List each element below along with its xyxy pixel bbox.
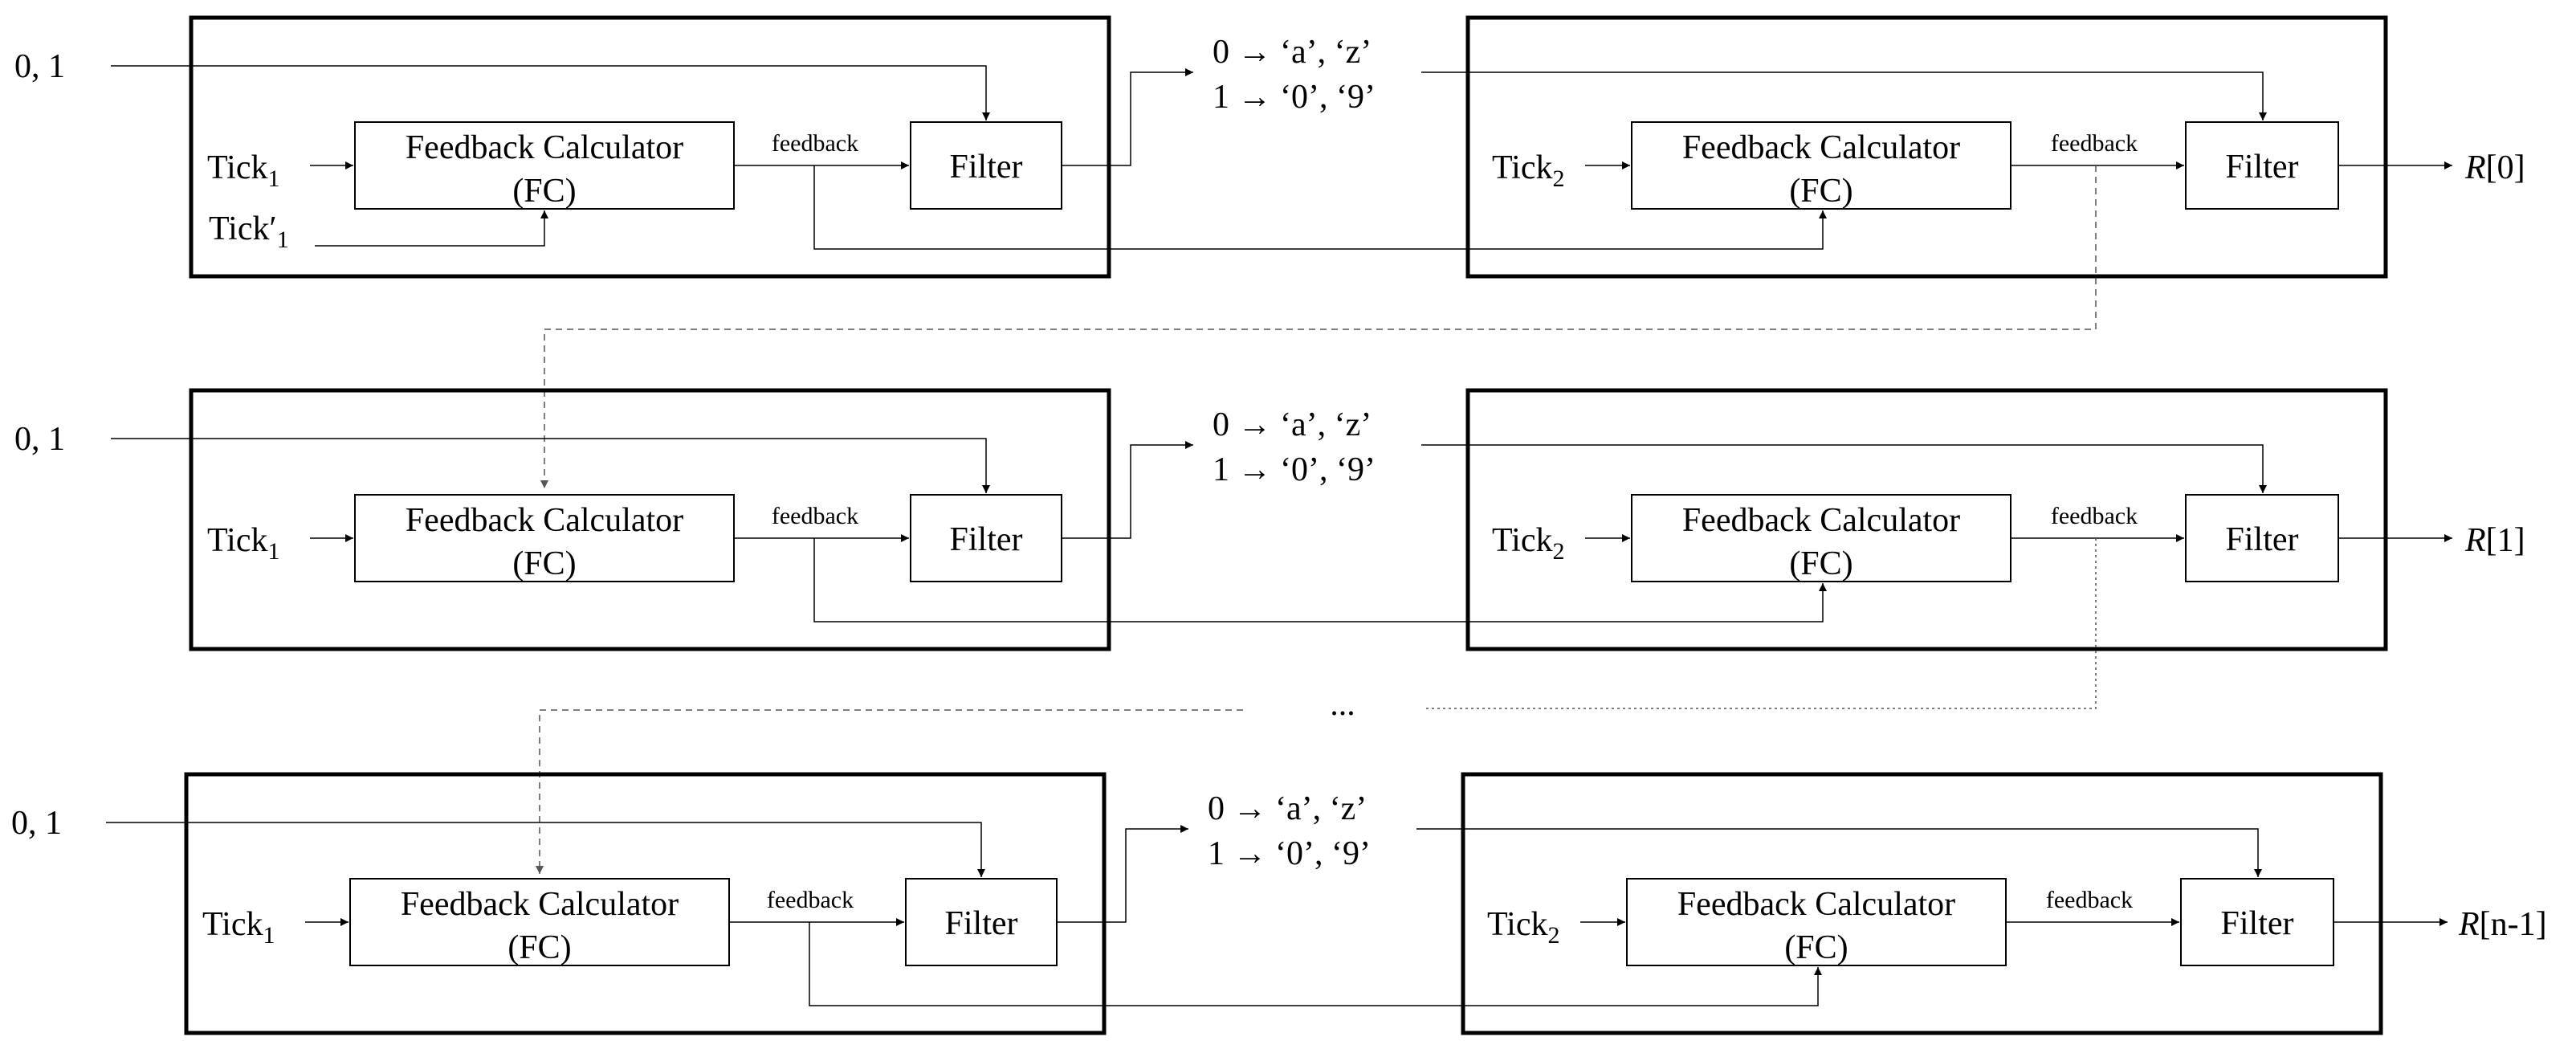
row3-filter1-out xyxy=(1057,825,1188,923)
row3-fc1-box: Feedback Calculator (FC) xyxy=(349,878,730,966)
svg-text:Filter: Filter xyxy=(2226,149,2299,186)
row3-map-line1: 0 → ‘a’, ‘z’ xyxy=(1208,790,1367,827)
row1-tick1-label: Tick1 xyxy=(207,149,280,192)
row1-tick2-label: Tick2 xyxy=(1492,149,1565,192)
row1-feedback1-label: feedback xyxy=(772,130,858,157)
svg-text:Feedback Calculator: Feedback Calculator xyxy=(1677,886,1955,923)
svg-text:Filter: Filter xyxy=(2226,521,2299,558)
row3-map-wire xyxy=(1416,828,2262,877)
svg-text:Feedback Calculator: Feedback Calculator xyxy=(1682,502,1960,539)
row2-output-label: R[1] xyxy=(2464,522,2525,559)
svg-text:Feedback Calculator: Feedback Calculator xyxy=(406,129,683,166)
svg-text:Filter: Filter xyxy=(2221,905,2294,942)
row3-bits-wire xyxy=(106,822,985,877)
row3-feedback1-label: feedback xyxy=(767,887,854,913)
row2-fc2-box: Feedback Calculator (FC) xyxy=(1631,494,2011,582)
row2-input-bits: 0, 1 xyxy=(14,421,65,458)
svg-text:Filter: Filter xyxy=(950,521,1023,558)
row1-filter1-box: Filter xyxy=(910,121,1062,210)
svg-text:(FC): (FC) xyxy=(512,545,576,582)
row1-input-bits: 0, 1 xyxy=(14,48,65,85)
row2-cross-feedback xyxy=(813,538,1827,622)
row3-input-bits: 0, 1 xyxy=(11,805,62,842)
row-3: 0, 1 Tick1 Feedback Calculator (FC) feed… xyxy=(11,772,2547,1035)
svg-text:Feedback Calculator: Feedback Calculator xyxy=(406,502,683,539)
svg-text:(FC): (FC) xyxy=(512,173,576,210)
row3-feedback2-label: feedback xyxy=(2046,887,2133,913)
row2-filter2-box: Filter xyxy=(2185,494,2339,582)
row-1: 0, 1 Tick1 Tick′1 Feedback Calculator (F… xyxy=(14,15,2525,488)
row1-fc2-box: Feedback Calculator (FC) xyxy=(1631,121,2011,210)
row1-stage1-frame xyxy=(189,15,1111,279)
row2-map-line1: 0 → ‘a’, ‘z’ xyxy=(1213,406,1372,443)
rows-ellipsis: ... xyxy=(1330,686,1355,723)
row2-feedback1-label: feedback xyxy=(772,503,858,529)
row2-filter1-out xyxy=(1062,441,1193,539)
svg-text:Filter: Filter xyxy=(945,905,1018,942)
row2-bits-wire xyxy=(111,438,990,493)
row3-map-line2: 1 → ‘0’, ‘9’ xyxy=(1208,835,1371,872)
row1-tick1-prime-label: Tick′1 xyxy=(209,210,289,253)
row2-stage2-frame xyxy=(1465,388,2388,651)
row1-feedback2-label: feedback xyxy=(2051,130,2138,157)
svg-text:(FC): (FC) xyxy=(1789,545,1853,582)
svg-text:Feedback Calculator: Feedback Calculator xyxy=(401,886,679,923)
row2-continuation-dotted xyxy=(1425,538,2097,709)
row3-tick1-label: Tick1 xyxy=(202,906,275,949)
row1-filter1-out xyxy=(1062,68,1193,166)
svg-text:(FC): (FC) xyxy=(1784,929,1848,966)
row1-to-row2-feedback xyxy=(540,165,2097,488)
row2-stage1-frame xyxy=(189,388,1111,651)
row2-tick1-label: Tick1 xyxy=(207,522,280,565)
row2-map-wire xyxy=(1421,444,2267,493)
row2-tick2-label: Tick2 xyxy=(1492,522,1565,565)
row1-fc1-box: Feedback Calculator (FC) xyxy=(354,121,735,210)
row3-fc2-box: Feedback Calculator (FC) xyxy=(1626,878,2007,966)
row3-filter2-box: Filter xyxy=(2180,878,2334,966)
row1-cross-feedback xyxy=(813,165,1827,250)
row3-tick2-label: Tick2 xyxy=(1487,906,1560,949)
svg-text:Feedback Calculator: Feedback Calculator xyxy=(1682,129,1960,166)
row1-tick1-prime-arrow xyxy=(315,210,548,247)
row1-map-line1: 0 → ‘a’, ‘z’ xyxy=(1213,34,1372,71)
row1-output-label: R[0] xyxy=(2464,149,2525,186)
row3-stage1-frame xyxy=(184,772,1107,1035)
row2-fc1-box: Feedback Calculator (FC) xyxy=(354,494,735,582)
row2-feedback2-label: feedback xyxy=(2051,503,2138,529)
ellipsis-to-row3-feedback xyxy=(536,709,1243,874)
row1-map-wire xyxy=(1421,71,2267,120)
row3-output-label: R[n-1] xyxy=(2458,906,2547,943)
row-2: 0, 1 Tick1 Feedback Calculator (FC) feed… xyxy=(14,388,2525,709)
row2-filter1-box: Filter xyxy=(910,494,1062,582)
row1-filter2-box: Filter xyxy=(2185,121,2339,210)
svg-text:(FC): (FC) xyxy=(1789,173,1853,210)
row3-stage2-frame xyxy=(1461,772,2383,1035)
svg-text:(FC): (FC) xyxy=(507,929,571,966)
row1-map-line2: 1 → ‘0’, ‘9’ xyxy=(1213,79,1376,116)
row3-filter1-box: Filter xyxy=(905,878,1058,966)
row1-bits-wire xyxy=(111,65,990,120)
row3-cross-feedback xyxy=(809,922,1822,1006)
svg-text:Filter: Filter xyxy=(950,149,1023,186)
row2-map-line2: 1 → ‘0’, ‘9’ xyxy=(1213,451,1376,488)
row1-stage2-frame xyxy=(1465,15,2388,279)
